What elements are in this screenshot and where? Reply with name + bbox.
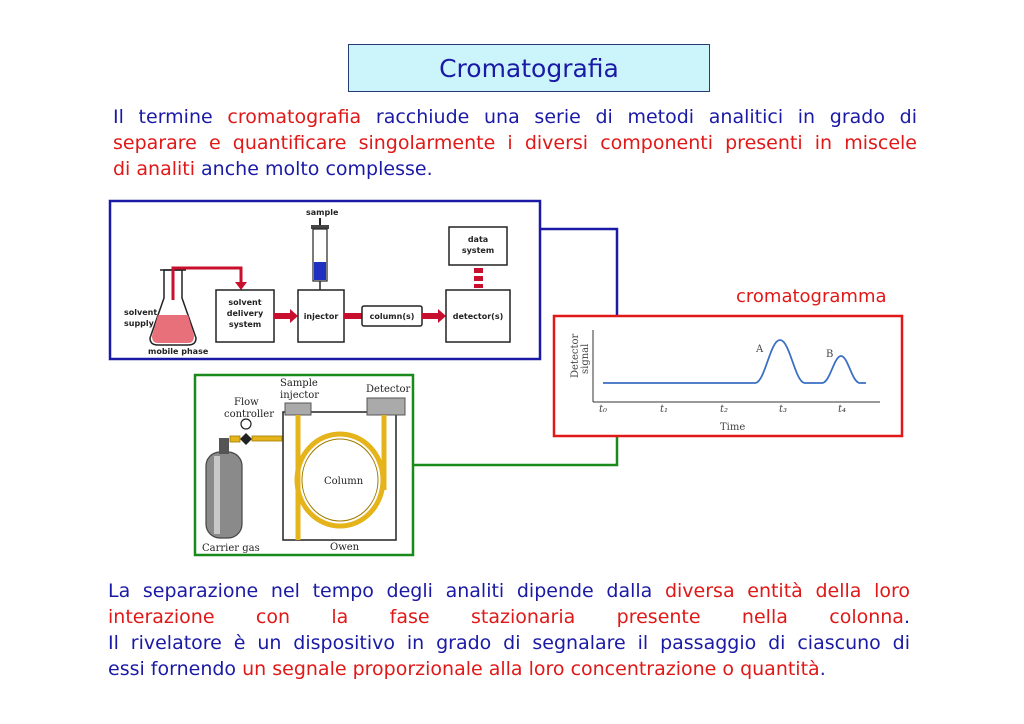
outro-text-segment: interazione con la fase stazionaria pres…	[108, 606, 904, 628]
tick-t4: t₄	[838, 404, 846, 415]
connector-blue	[540, 227, 619, 316]
data-system-box	[448, 226, 508, 266]
gc-oven-label: Owen	[330, 542, 360, 553]
data-system-label-1: data	[468, 235, 488, 244]
intro-line: Il termine cromatografia racchiude una s…	[113, 104, 917, 130]
intro-text-segment: di analiti	[113, 158, 195, 180]
intro-line: separare e quantificare singolarmente i …	[113, 130, 917, 156]
chromatogram-xlabel: Time	[720, 422, 745, 433]
gc-sample-injector-label-1: Sample	[280, 378, 318, 389]
gc-column-label: Column	[324, 476, 364, 487]
tick-t2: t₂	[720, 404, 728, 415]
outro-paragraph: La separazione nel tempo degli analiti d…	[108, 578, 910, 682]
tick-t1: t₁	[660, 404, 668, 415]
outro-text-segment: un segnale proporzionale alla loro conce…	[242, 658, 820, 680]
gc-diagram: Column Sample injector Detector Flow con…	[193, 373, 415, 557]
intro-text-segment: separare e quantificare singolarmente i …	[113, 132, 917, 154]
solvent-flask-icon	[149, 269, 197, 346]
injector-label: injector	[304, 312, 339, 321]
title-box: Cromatografia	[348, 44, 710, 92]
flow-gauge-icon	[240, 418, 252, 430]
detector-box	[445, 289, 511, 343]
solvent-delivery-label-1: solvent	[228, 298, 261, 307]
injector-port	[284, 402, 312, 416]
gc-sample-injector-label-2: injector	[280, 390, 319, 401]
intro-text-segment: anche molto complesse.	[195, 158, 433, 180]
hplc-diagram: solvent supply mobile phase solvent deli…	[108, 199, 542, 361]
outro-text-segment: La separazione nel tempo degli analiti d…	[108, 580, 665, 602]
outro-line: Il rivelatore è un dispositivo in grado …	[108, 630, 910, 656]
gc-carrier-gas-label: Carrier gas	[202, 543, 260, 554]
column-label: column(s)	[370, 312, 415, 321]
sample-label: sample	[306, 208, 339, 217]
intro-paragraph: Il termine cromatografia racchiude una s…	[113, 104, 917, 182]
gc-detector-label: Detector	[366, 384, 411, 395]
peak-a-label: A	[755, 344, 764, 355]
intro-line: di analiti anche molto complesse.	[113, 156, 917, 182]
syringe-icon	[311, 218, 329, 290]
detector-port	[366, 397, 406, 416]
detector-label: detector(s)	[453, 312, 503, 321]
injector-box	[297, 289, 345, 343]
outro-text-segment: essi fornendo	[108, 658, 243, 680]
mobile-phase-label: mobile phase	[148, 347, 209, 356]
intro-text-segment: cromatografia	[227, 106, 362, 128]
outro-text-segment: .	[903, 606, 910, 628]
solvent-delivery-label-3: system	[229, 320, 261, 329]
chromatogram-title: cromatogramma	[736, 286, 887, 307]
data-system-label-2: system	[462, 246, 494, 255]
chromatogram-trace	[603, 339, 866, 384]
outro-text-segment: .	[819, 658, 826, 680]
outro-line: essi fornendo un segnale proporzionale a…	[108, 656, 910, 682]
chromatogram: Detector signal A B t₀ t₁ t₂ t₃ t₄ Time	[552, 314, 904, 438]
solvent-supply-label-2: supply	[124, 319, 155, 328]
connector-green	[413, 436, 619, 467]
peak-b-label: B	[826, 349, 833, 360]
gas-cylinder-icon	[205, 438, 243, 539]
page-title: Cromatografia	[439, 53, 619, 83]
outro-text-segment: Il rivelatore è un dispositivo in grado …	[108, 632, 910, 654]
outro-line: interazione con la fase stazionaria pres…	[108, 604, 910, 630]
solvent-supply-label-1: solvent	[124, 308, 157, 317]
chromatogram-ylabel-1: Detector	[570, 333, 581, 378]
gc-flow-controller-label-1: Flow	[234, 397, 259, 408]
intro-text-segment: Il termine	[113, 106, 228, 128]
chromatogram-ylabel-2: signal	[580, 344, 591, 374]
tick-t3: t₃	[779, 404, 787, 415]
tick-t0: t₀	[599, 404, 607, 415]
gc-flow-controller-label-2: controller	[224, 409, 274, 420]
solvent-delivery-label-2: delivery	[227, 309, 264, 318]
outro-line: La separazione nel tempo degli analiti d…	[108, 578, 910, 604]
intro-text-segment: racchiude una serie di metodi analitici …	[361, 106, 917, 128]
outro-text-segment: diversa entità della loro	[664, 580, 910, 602]
